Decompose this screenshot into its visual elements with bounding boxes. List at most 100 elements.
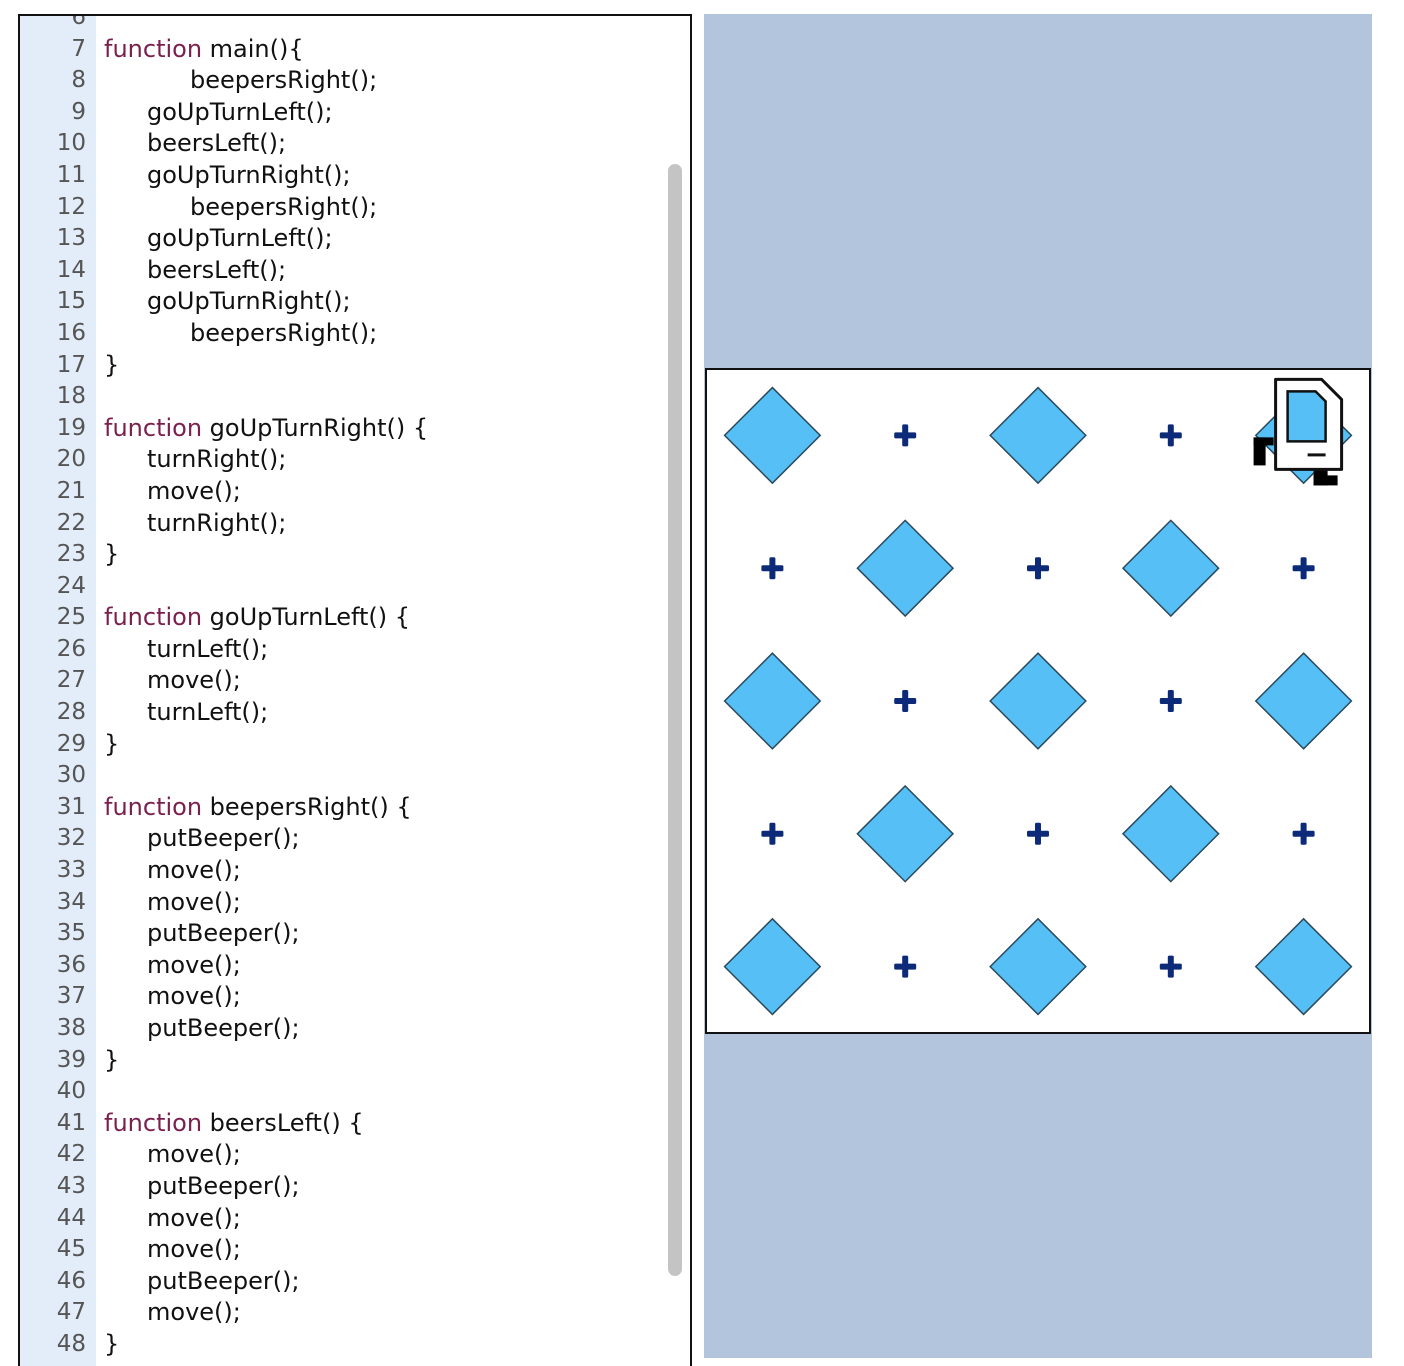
code-token: } [104,729,120,758]
code-line[interactable]: 15 goUpTurnRight(); [20,286,660,318]
line-number: 34 [56,888,86,915]
keyword-function: function [104,34,203,63]
line-number-gutter [20,16,96,1366]
diamond-icon [1121,784,1220,883]
line-number: 18 [56,383,86,410]
keyword-function: function [104,1108,203,1137]
code-line[interactable]: 14 beersLeft(); [20,255,660,287]
code-line[interactable]: 10 beersLeft(); [20,128,660,160]
code-token: goUpTurnLeft() { [202,603,411,632]
code-token: move(); [147,982,241,1011]
code-text: beersLeft(); [147,255,286,287]
code-token: putBeeper(); [147,1171,300,1200]
code-text: move(); [147,1139,241,1171]
code-line[interactable]: 28 turnLeft(); [20,697,660,729]
diamond-icon [989,652,1087,750]
code-token: turnLeft(); [147,634,269,663]
code-token: } [104,540,120,569]
code-token: } [104,350,120,379]
line-number: 22 [56,509,86,536]
line-number: 16 [56,319,86,346]
code-line[interactable]: 24 [20,571,660,603]
plus-icon [1159,955,1182,978]
code-line[interactable]: 29} [20,729,660,761]
line-number: 15 [56,288,86,315]
diamond-icon [723,917,822,1016]
code-token: } [104,1329,120,1358]
line-number: 14 [56,256,86,283]
code-token: putBeeper(); [147,1014,300,1042]
editor-scrollbar-thumb[interactable] [668,164,682,1276]
code-line[interactable]: 6 [20,14,660,34]
code-text: putBeeper(); [147,918,300,950]
code-line[interactable]: 18 [20,381,660,413]
code-line[interactable]: 17} [20,350,660,382]
line-number: 33 [56,857,86,884]
diamond-icon [856,784,955,883]
code-line[interactable]: 40 [20,1076,660,1108]
line-number: 28 [56,699,86,726]
line-number: 7 [71,35,86,62]
karel-world [705,368,1371,1034]
line-number: 6 [71,14,86,30]
code-line[interactable]: 48} [20,1329,660,1361]
code-text: move(); [147,1297,241,1329]
line-number: 25 [56,604,86,631]
diamond-icon [1121,519,1220,618]
code-text: move(); [147,665,241,697]
code-line[interactable]: 47 move(); [20,1297,660,1329]
code-token: move(); [147,1140,241,1169]
line-number: 44 [56,1204,86,1231]
line-number: 11 [56,161,86,188]
code-text: putBeeper(); [147,1171,300,1203]
code-text: turnLeft(); [147,697,268,729]
line-number: 47 [56,1299,86,1326]
plus-icon [1159,690,1182,712]
code-token: putBeeper(); [147,919,300,948]
code-token: goUpTurnLeft(); [147,97,333,126]
plus-icon [894,424,917,447]
line-number: 19 [56,414,86,441]
code-token: goUpTurnRight(); [147,287,351,316]
code-line[interactable]: 23} [20,539,660,571]
code-line[interactable]: 39} [20,1045,660,1077]
diamond-icon [1254,652,1353,750]
line-number: 13 [56,225,86,252]
diamond-icon [989,917,1087,1016]
line-number: 10 [56,130,86,157]
code-line[interactable]: 30 [20,760,660,792]
code-text: beersLeft(); [147,128,286,160]
code-text: } [104,1329,119,1361]
code-token: beepersRight(); [190,66,378,95]
